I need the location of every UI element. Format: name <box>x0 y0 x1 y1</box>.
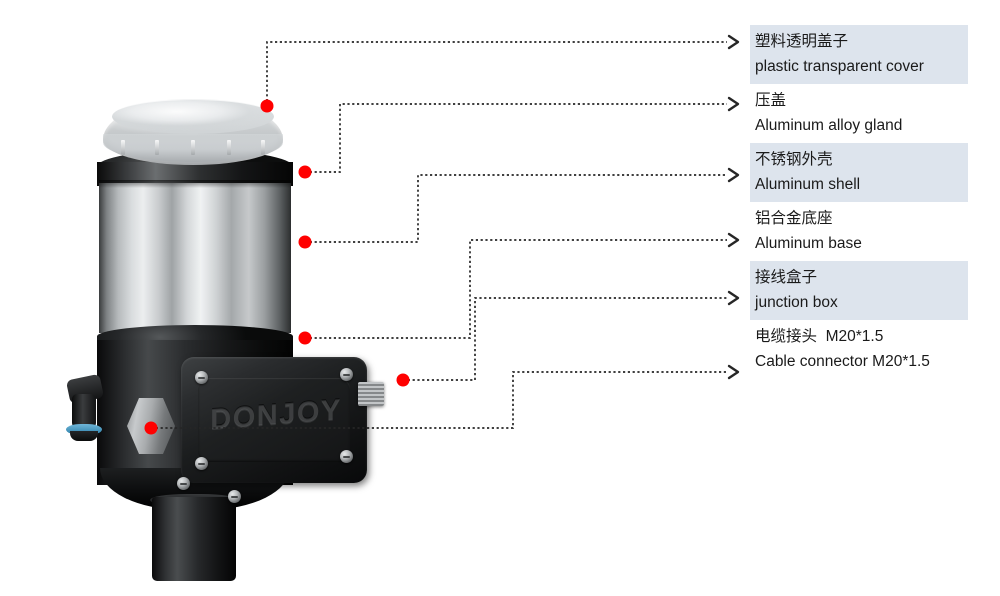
arrowhead-icon <box>727 96 740 112</box>
callout-label-aluminum-shell: 不锈钢外壳 Aluminum shell <box>750 143 968 202</box>
threaded-cable-connector <box>358 382 384 406</box>
arrowhead-icon <box>727 364 740 380</box>
leader-line-junction-box <box>403 297 727 381</box>
stainless-steel-shell <box>99 183 291 333</box>
callout-label-en: Aluminum base <box>755 234 862 252</box>
pneumatic-fitting-release-ring <box>66 424 102 435</box>
arrowhead-icon <box>727 34 740 50</box>
callout-label-cn: 不锈钢外壳 <box>755 151 833 169</box>
junction-box-screw <box>340 368 353 381</box>
bottom-mounting-cylinder <box>152 497 236 581</box>
pneumatic-fitting-stem <box>72 394 96 428</box>
arrowhead-icon <box>727 167 740 183</box>
callout-label-en: Cable connector M20*1.5 <box>755 352 930 370</box>
callout-label-en: plastic transparent cover <box>755 57 924 75</box>
pneumatic-fitting-cap <box>70 431 98 441</box>
callout-label-cn: 电缆接头 M20*1.5 <box>755 328 884 346</box>
junction-box-screw <box>195 371 208 384</box>
callout-label-cn: 压盖 <box>755 92 787 110</box>
junction-box-screw <box>195 457 208 470</box>
callout-label-list: 塑料透明盖子 plastic transparent cover 压盖 Alum… <box>750 25 1000 379</box>
callout-label-cn: 铝合金底座 <box>755 210 833 228</box>
callout-label-en: Aluminum alloy gland <box>755 116 903 134</box>
product-illustration: DONJOY <box>0 0 420 596</box>
base-screw <box>228 490 241 503</box>
callout-label-plastic-transparent-cover: 塑料透明盖子 plastic transparent cover <box>750 25 968 84</box>
shell-top-edge <box>99 180 291 188</box>
callout-label-cn: 塑料透明盖子 <box>755 33 849 51</box>
callout-label-en: junction box <box>755 293 838 311</box>
junction-box-screw <box>340 450 353 463</box>
callout-label-en: Aluminum shell <box>755 175 861 193</box>
arrowhead-icon <box>727 232 740 248</box>
callout-label-aluminum-alloy-gland: 压盖 Aluminum alloy gland <box>750 84 1000 143</box>
callout-label-cable-connector: 电缆接头 M20*1.5 Cable connector M20*1.5 <box>750 320 1000 379</box>
base-screw <box>177 477 190 490</box>
leader-arrowheads <box>727 34 740 380</box>
callout-label-cn: 接线盒子 <box>755 269 818 287</box>
arrowhead-icon <box>727 290 740 306</box>
callout-label-aluminum-base: 铝合金底座 Aluminum base <box>750 202 1000 261</box>
cover-top-surface <box>112 99 274 134</box>
callout-label-junction-box: 接线盒子 junction box <box>750 261 968 320</box>
